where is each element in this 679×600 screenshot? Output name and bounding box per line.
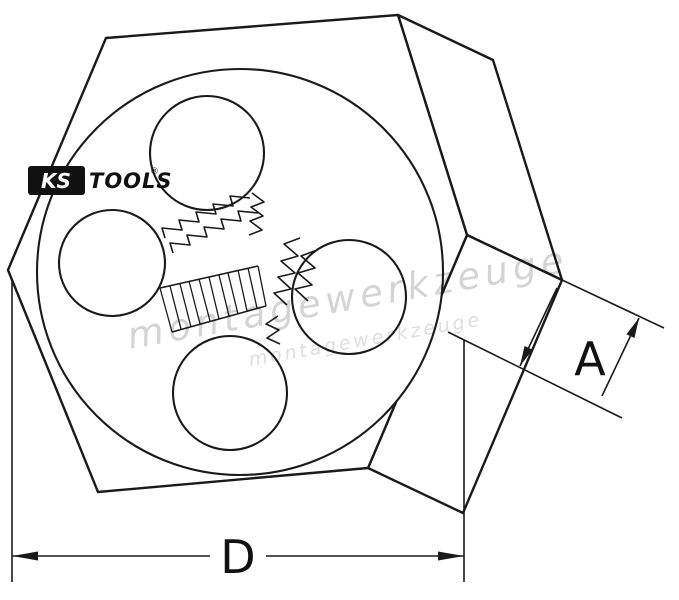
dimension-d-arrowhead-left [12,551,38,561]
dimension-a-arrowhead-lower [520,346,533,366]
logo-registered-mark: ® [150,167,159,177]
flute-hole-top [148,94,266,212]
dimension-d-arrowhead-right [438,551,464,561]
thread-teeth-right-2 [294,249,318,302]
thread-hatched-section [159,265,267,333]
ks-tools-logo: KS TOOLS ® [28,166,173,195]
logo-tools-text: TOOLS [89,169,173,193]
logo-ks-text: KS [41,169,71,193]
thread-teeth-bottom-flute [265,315,281,345]
thread-teeth-upper-left [161,195,251,239]
flute-hole-bottom [171,334,289,452]
thread-cutting-edges [159,192,318,345]
flute-hole-left [57,208,167,318]
dimension-a-extension-upper [474,238,665,329]
thread-teeth-upper-left-2 [169,210,259,254]
dimension-d: D [11,280,465,584]
dimension-a-label: A [574,332,606,386]
dimension-d-label: D [220,530,255,584]
thread-teeth-top-flute [248,192,265,236]
die-outer-circle [35,67,445,477]
dimension-a: A [447,238,665,419]
flute-hole-right [290,238,408,356]
thread-teeth-right [273,237,301,306]
dimension-a-arrowhead-upper [626,318,639,338]
flute-holes [57,94,408,452]
logo-ks-box [28,166,85,195]
dimension-a-extension-lower [447,331,623,419]
